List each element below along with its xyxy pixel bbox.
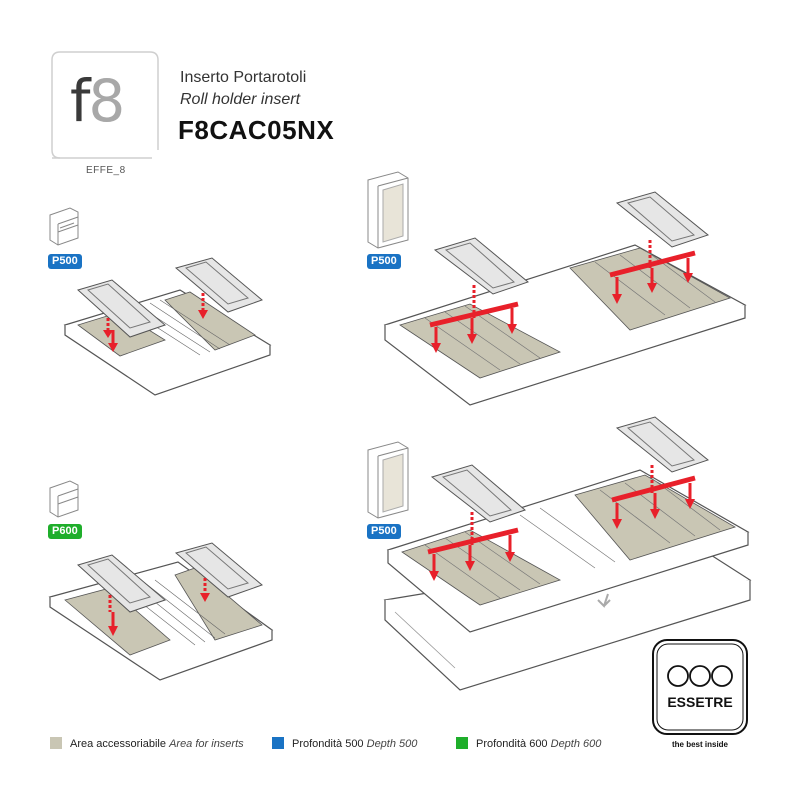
product-title-en: Roll holder insert [180, 91, 301, 108]
legend-depth500-label-en: Depth 500 [366, 738, 418, 750]
cabinet-drawer-icon-2 [49, 480, 79, 518]
logo-8: 8 [88, 67, 125, 135]
essetre-tagline: the best inside [671, 740, 728, 749]
panel-p500-small [49, 207, 272, 396]
legend-area-swatch [50, 737, 62, 749]
legend-depth500-label: Profondità 500 [292, 738, 364, 750]
depth-badge-p500-3: P500 [367, 524, 401, 539]
legend-area-label-en: Area for inserts [169, 738, 244, 750]
depth-badge-p500-1: P500 [48, 254, 82, 269]
logo-f: f [70, 67, 90, 135]
depth-badge-p500-2: P500 [367, 254, 401, 269]
legend-depth600-swatch [456, 737, 468, 749]
panel-p600-small [48, 480, 274, 681]
brand-logo: f8 [70, 66, 125, 136]
tall-cabinet-icon [367, 171, 409, 249]
tall-cabinet-icon-2 [367, 441, 409, 519]
essetre-name: ESSETRE [667, 694, 733, 710]
essetre-logo [652, 639, 748, 735]
product-code: F8CAC05NX [178, 115, 335, 145]
cabinet-drawer-icon [49, 207, 79, 246]
legend-area: Area accessoriabile Area for inserts [50, 737, 244, 750]
legend-depth600-label: Profondità 600 [476, 738, 548, 750]
legend-depth600: Profondità 600 Depth 600 [456, 737, 601, 750]
legend-depth600-label-en: Depth 600 [550, 738, 602, 750]
panel-p500-drawer [367, 416, 752, 691]
brand-subtitle: EFFE_8 [86, 165, 126, 176]
panel-p500-large [367, 171, 747, 406]
depth-badge-p600: P600 [48, 524, 82, 539]
product-title-it: Inserto Portarotoli [180, 69, 307, 86]
legend-depth500-swatch [272, 737, 284, 749]
legend-area-label: Area accessoriabile [70, 738, 166, 750]
legend-depth500: Profondità 500 Depth 500 [272, 737, 417, 750]
